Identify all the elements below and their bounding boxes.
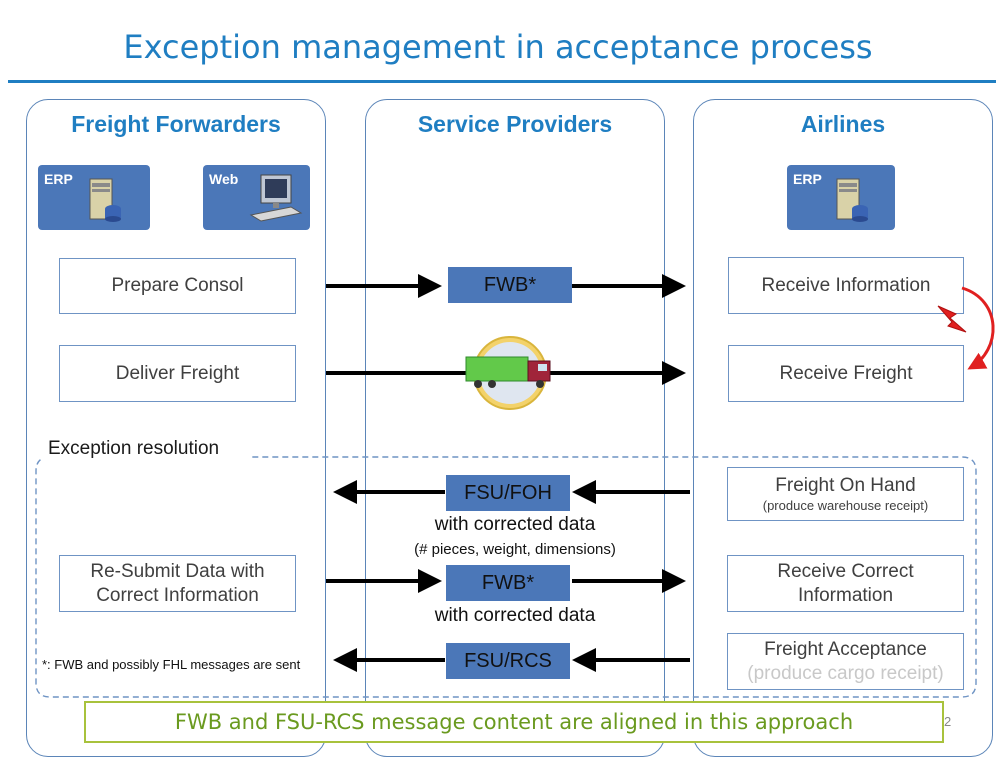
- alignment-banner: FWB and FSU-RCS message content are alig…: [84, 701, 944, 743]
- foh-note-fields: (# pieces, weight, dimensions): [414, 541, 616, 558]
- ff-erp-system: ERP: [38, 165, 150, 230]
- freight-acceptance-label: Freight Acceptance: [764, 638, 927, 660]
- title-rule: [8, 80, 996, 83]
- message-fwb: FWB*: [448, 267, 572, 303]
- exception-resolution-label: Exception resolution: [42, 438, 226, 460]
- exception-region: [35, 456, 977, 698]
- step-freight-on-hand: Freight On Hand (produce warehouse recei…: [727, 467, 964, 521]
- step-receive-correct-information: Receive Correct Information: [727, 555, 964, 612]
- server-icon: [89, 178, 121, 222]
- step-resubmit-data: Re-Submit Data with Correct Information: [59, 555, 296, 612]
- page-number: 2: [944, 714, 952, 729]
- message-fsu-foh: FSU/FOH: [446, 475, 570, 511]
- freight-on-hand-label: Freight On Hand: [775, 475, 916, 496]
- step-receive-information: Receive Information: [728, 257, 964, 314]
- ff-web-system: Web: [203, 165, 310, 230]
- step-receive-freight: Receive Freight: [728, 345, 964, 402]
- lightning-icon: [937, 305, 967, 333]
- page-title: Exception management in acceptance proce…: [123, 28, 873, 66]
- airline-erp-label: ERP: [793, 171, 822, 187]
- fwb-note-corrected-data: with corrected data: [434, 605, 596, 626]
- message-fsu-rcs: FSU/RCS: [446, 643, 570, 679]
- lane-title-providers: Service Providers: [417, 111, 613, 137]
- freight-on-hand-sub: (produce warehouse receipt): [762, 497, 929, 513]
- step-deliver-freight: Deliver Freight: [59, 345, 296, 402]
- step-prepare-consol: Prepare Consol: [59, 258, 296, 314]
- lane-title-forwarders: Freight Forwarders: [71, 111, 281, 137]
- lane-title-airlines: Airlines: [800, 111, 886, 137]
- ff-web-label: Web: [209, 171, 239, 187]
- airline-erp-system: ERP: [787, 165, 895, 230]
- computer-icon: [249, 174, 303, 222]
- truck-icon: [465, 336, 551, 410]
- message-fwb-corrected: FWB*: [446, 565, 570, 601]
- foh-note-corrected-data: with corrected data: [434, 514, 596, 535]
- freight-acceptance-sub: (produce cargo receipt): [747, 662, 944, 684]
- red-curve-arrow: [961, 286, 995, 370]
- server-icon: [836, 178, 868, 222]
- ff-erp-label: ERP: [44, 171, 73, 187]
- step-freight-acceptance: Freight Acceptance (produce cargo receip…: [727, 633, 964, 690]
- footnote: *: FWB and possibly FHL messages are sen…: [42, 657, 301, 672]
